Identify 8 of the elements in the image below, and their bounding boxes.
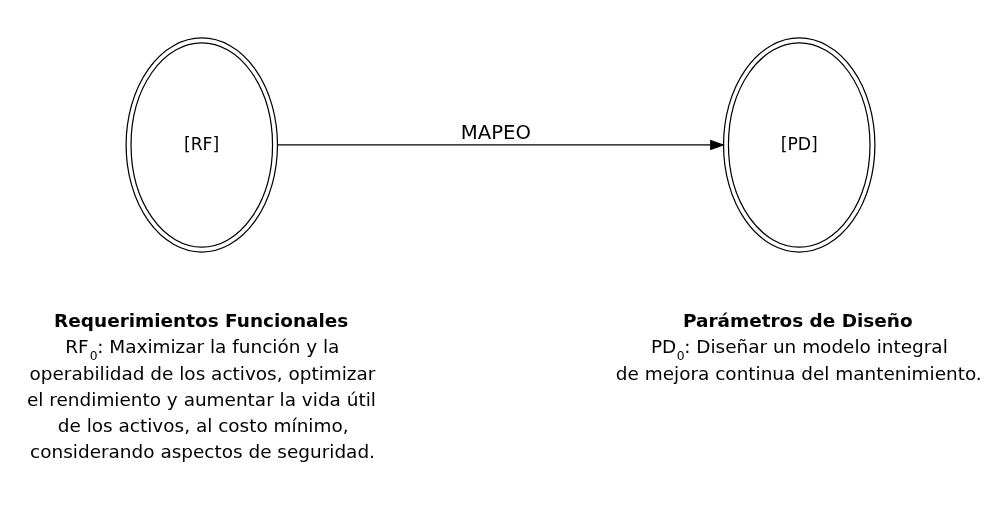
node-ellipse: [PD] [722,36,875,253]
node-label: PD$_{0}$: Diseñar un modelo integral de mejora continua del mantenimiento. [615,335,982,384]
node-ellipse: [RF] [125,36,278,253]
arrow [276,139,725,150]
node-label: Requerimientos Funcionales [53,309,348,331]
node-label: Parámetros de Diseño [682,309,913,331]
edge-label: MAPEO [460,120,531,144]
node-label: RF$_{0}$: Maximizar la función y la operabilidad de los activos, optimizar el rendimiento y aumentar la vida útil de los activos, al costo mínimo, considerando aspectos de seguridad. [26,335,376,462]
